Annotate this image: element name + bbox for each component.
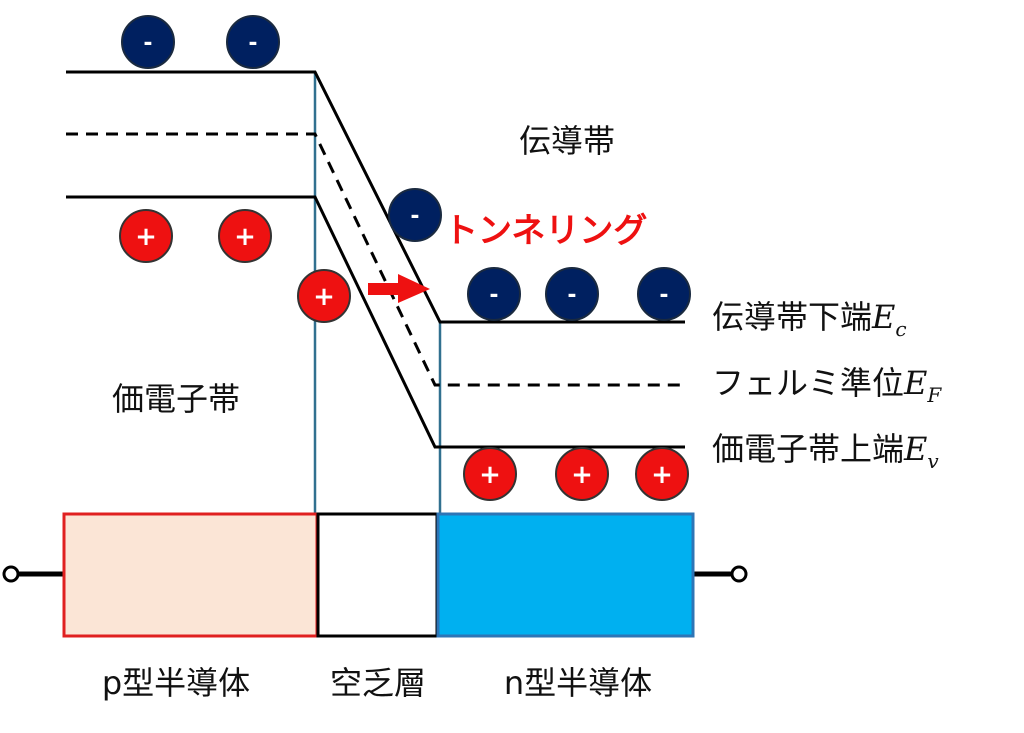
svg-text:-: - — [659, 283, 668, 308]
hole: + — [555, 447, 609, 501]
hole: + — [218, 209, 272, 263]
depletion-label: 空乏層 — [330, 664, 426, 702]
electron: - — [121, 15, 175, 69]
svg-text:+: + — [571, 460, 593, 490]
hole: + — [119, 209, 173, 263]
conduction-band-label: 伝導帯 — [519, 122, 615, 160]
tunneling-label: トンネリング — [444, 211, 647, 251]
valence-band-label: 価電子帯 — [112, 380, 240, 418]
svg-text:+: + — [313, 282, 335, 312]
svg-text:+: + — [135, 222, 157, 252]
electrons: - - - - - - — [121, 15, 691, 321]
n-region-label: n型半導体 — [504, 664, 652, 702]
ef-label: フェルミ準位EF — [712, 364, 942, 407]
svg-text:-: - — [143, 31, 152, 56]
conduction-band-edge — [66, 70, 685, 324]
p-region-box — [62, 512, 319, 638]
svg-text:-: - — [248, 31, 257, 56]
svg-text:+: + — [479, 460, 501, 490]
electron: - — [388, 188, 442, 242]
svg-text:+: + — [651, 460, 673, 490]
fermi-level — [66, 132, 685, 387]
electron: - — [467, 267, 521, 321]
svg-text:+: + — [234, 222, 256, 252]
p-region-label: p型半導体 — [102, 664, 250, 702]
hole: + — [463, 447, 517, 501]
ev-label: 価電子帯上端Ev — [712, 430, 939, 473]
tunneling-arrow-icon — [368, 274, 430, 303]
svg-text:-: - — [567, 283, 576, 308]
svg-text:-: - — [489, 283, 498, 308]
left-terminal-icon — [2, 565, 20, 583]
svg-text:-: - — [410, 204, 419, 229]
electron: - — [226, 15, 280, 69]
hole: + — [297, 269, 351, 323]
electron: - — [637, 267, 691, 321]
electron: - — [545, 267, 599, 321]
depletion-region-box — [316, 512, 439, 638]
ec-label: 伝導帯下端Ec — [712, 298, 907, 341]
holes: + + + + + + — [119, 209, 689, 501]
right-terminal-icon — [730, 565, 748, 583]
n-region-box — [436, 512, 695, 638]
valence-band-edge — [66, 195, 685, 449]
hole: + — [635, 447, 689, 501]
